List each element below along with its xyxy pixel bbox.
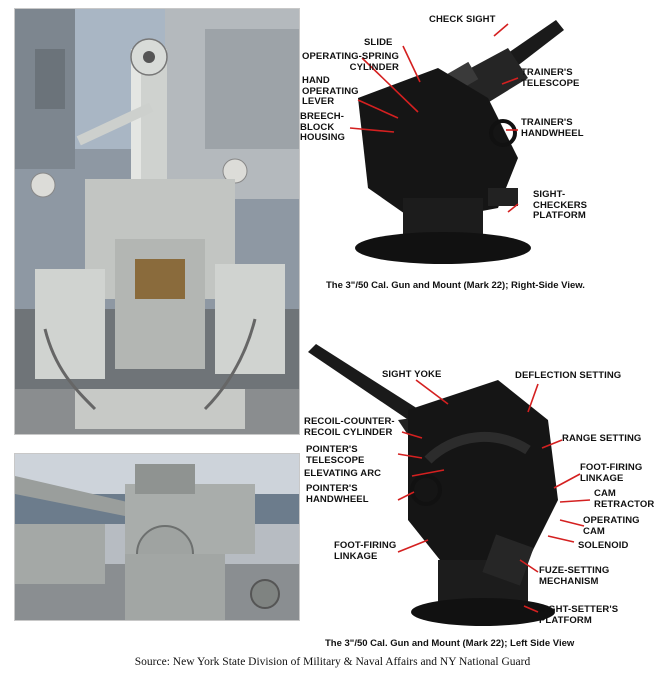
label-check-sight: CHECK SIGHT	[429, 14, 496, 25]
right-side-view-diagram	[298, 8, 658, 270]
label-trainers-handwheel: TRAINER'S HANDWHEEL	[521, 117, 584, 139]
label-operating-cam: OPERATING CAM	[583, 515, 640, 537]
label-fuze-setting-mechanism: FUZE-SETTING MECHANISM	[539, 565, 610, 587]
label-breech-block-housing: BREECH- BLOCK HOUSING	[300, 111, 346, 143]
label-sight-yoke: SIGHT YOKE	[382, 369, 442, 380]
label-trainers-telescope: TRAINER'S TELESCOPE	[521, 67, 580, 89]
gun-side-photo	[14, 453, 300, 621]
label-solenoid: SOLENOID	[578, 540, 629, 551]
label-hand-operating-lever: HAND OPERATING LEVER	[302, 75, 359, 107]
label-foot-firing-linkage-right: FOOT-FIRING LINKAGE	[580, 462, 643, 484]
right-view-leader-lines	[349, 23, 519, 213]
label-sight-checkers-platform: SIGHT- CHECKERS PLATFORM	[533, 189, 588, 221]
label-slide: SLIDE	[364, 37, 393, 48]
label-sight-setters-platform: SIGHT-SETTER'S PLATFORM	[539, 604, 619, 626]
label-recoil-counter-recoil-cylinder: RECOIL-COUNTER- RECOIL CYLINDER	[304, 416, 395, 438]
label-pointers-handwheel: POINTER'S HANDWHEEL	[306, 483, 369, 505]
label-operating-spring-cylinder: OPERATING-SPRING CYLINDER	[302, 51, 399, 73]
label-deflection-setting: DEFLECTION SETTING	[515, 370, 622, 381]
label-pointers-telescope: POINTER'S TELESCOPE	[306, 444, 365, 466]
label-elevating-arc: ELEVATING ARC	[304, 468, 382, 479]
label-foot-firing-linkage-left: FOOT-FIRING LINKAGE	[334, 540, 397, 562]
left-view-leader-lines	[397, 379, 591, 613]
label-range-setting: RANGE SETTING	[562, 433, 642, 444]
left-view-caption: The 3"/50 Cal. Gun and Mount (Mark 22); …	[325, 638, 575, 649]
gun-front-photo	[14, 8, 300, 435]
source-credit: Source: New York State Division of Milit…	[134, 656, 531, 668]
right-view-caption: The 3"/50 Cal. Gun and Mount (Mark 22); …	[326, 280, 585, 291]
left-side-view-diagram	[298, 340, 658, 636]
label-cam-retractor: CAM RETRACTOR	[594, 488, 655, 510]
